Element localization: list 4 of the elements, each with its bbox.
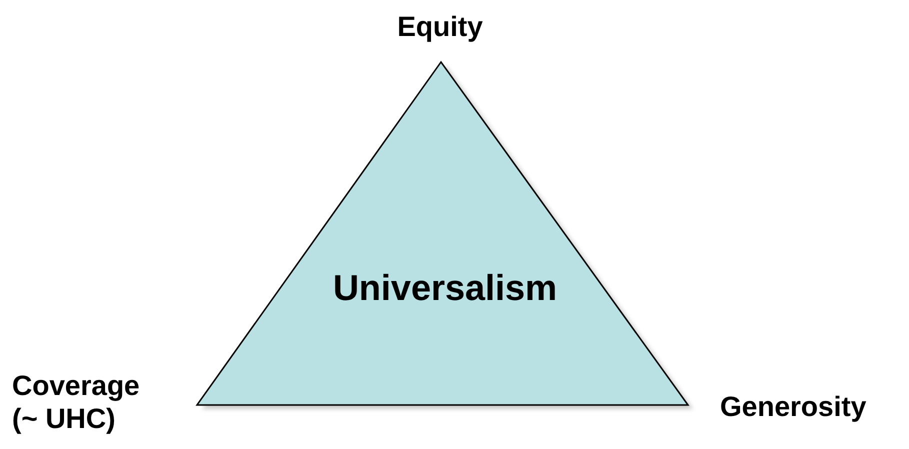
vertex-label: Coverage (~ UHC) bbox=[12, 369, 141, 435]
node-title: Universalism bbox=[332, 267, 558, 309]
vertex-label: Equity bbox=[396, 10, 484, 43]
vertex-label: Generosity bbox=[720, 390, 868, 423]
